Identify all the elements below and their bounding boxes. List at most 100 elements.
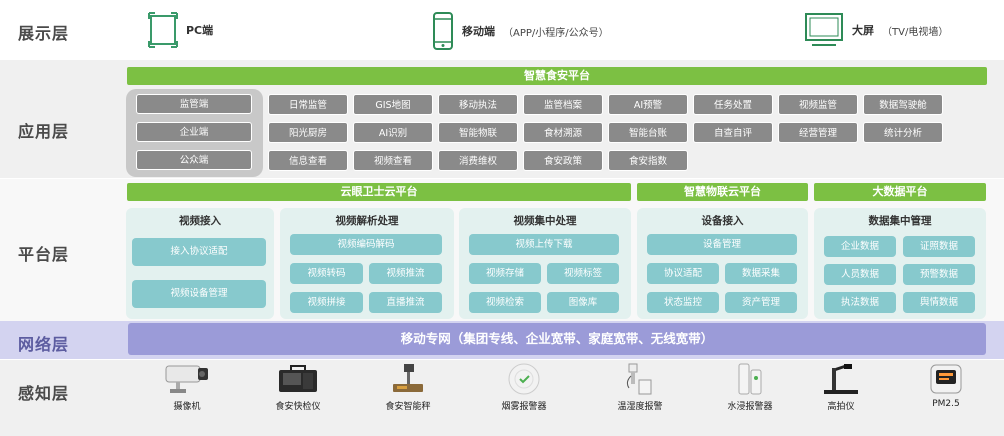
panel-title: 设备接入 xyxy=(701,215,744,227)
panel-item: 视频设备管理 xyxy=(132,280,266,308)
display-layer-label: 展示层 xyxy=(18,24,70,43)
bigdata-title: 大数据平台 xyxy=(814,183,986,201)
panel-item: 视频拼接 xyxy=(290,292,363,313)
app-module: 智能物联 xyxy=(438,122,518,143)
app-module: 食材溯源 xyxy=(523,122,603,143)
panel-item: 视频检索 xyxy=(469,292,541,313)
device-document-camera: 高拍仪 xyxy=(801,362,881,412)
panel-item: 资产管理 xyxy=(725,292,797,313)
scale-icon xyxy=(393,364,423,392)
app-module: 消费维权 xyxy=(438,150,518,171)
panel-item: 协议适配 xyxy=(647,263,719,284)
panel-video-parse: 视频解析处理 视频编码解码 视频转码 视频推流 视频拼接 直播推流 xyxy=(280,208,454,319)
mobile-label: 移动端 xyxy=(462,25,495,38)
thermometer-icon xyxy=(626,363,652,395)
app-module: GIS地图 xyxy=(353,94,433,115)
app-module: 阳光厨房 xyxy=(268,122,348,143)
panel-item: 视频编码解码 xyxy=(290,234,442,255)
app-module: 监管档案 xyxy=(523,94,603,115)
toolbox-icon xyxy=(279,365,317,392)
panel-title: 数据集中管理 xyxy=(868,215,932,227)
device-label: 食安快检仪 xyxy=(275,402,321,412)
role-enterprise: 企业端 xyxy=(136,122,252,142)
panel-item: 状态监控 xyxy=(647,292,719,313)
pm25-meter-icon xyxy=(930,364,962,394)
device-water-leak: 水浸报警器 xyxy=(710,362,790,412)
monitor-icon xyxy=(805,13,843,46)
panel-device-access: 设备接入 设备管理 协议适配 数据采集 状态监控 资产管理 xyxy=(637,208,808,319)
role-supervisor: 监管端 xyxy=(136,94,252,114)
app-module: 日常监管 xyxy=(268,94,348,115)
pc-frame-icon xyxy=(148,12,178,48)
app-layer-label: 应用层 xyxy=(18,122,70,141)
screen-sub-label: （TV/电视墙） xyxy=(882,26,949,38)
device-label: 烟雾报警器 xyxy=(501,402,547,412)
panel-item: 人员数据 xyxy=(824,264,896,285)
phone-icon xyxy=(433,12,453,50)
panel-data-central: 数据集中管理 企业数据 证照数据 人员数据 预警数据 执法数据 舆情数据 xyxy=(814,208,986,319)
device-smart-scale: 食安智能秤 xyxy=(368,362,448,412)
sense-layer-label: 感知层 xyxy=(18,384,70,403)
app-module: AI识别 xyxy=(353,122,433,143)
panel-item: 证照数据 xyxy=(903,236,975,257)
panel-video-central: 视频集中处理 视频上传下载 视频存储 视频标签 视频检索 图像库 xyxy=(459,208,631,319)
panel-item: 直播推流 xyxy=(369,292,442,313)
app-module: 信息查看 xyxy=(268,150,348,171)
panel-item: 视频推流 xyxy=(369,263,442,284)
role-public: 公众端 xyxy=(136,150,252,170)
app-module: 智能台账 xyxy=(608,122,688,143)
mobile-sub-label: （APP/小程序/公众号） xyxy=(503,27,609,39)
device-label: PM2.5 xyxy=(932,399,960,409)
panel-item: 企业数据 xyxy=(824,236,896,257)
platform-layer-label: 平台层 xyxy=(18,245,70,264)
panel-video-access: 视频接入 接入协议适配 视频设备管理 xyxy=(126,208,274,319)
app-module: 食安政策 xyxy=(523,150,603,171)
panel-item: 执法数据 xyxy=(824,292,896,313)
app-module: 视频监管 xyxy=(778,94,858,115)
app-module: 食安指数 xyxy=(608,150,688,171)
device-pm25: PM2.5 xyxy=(906,362,986,409)
device-camera: 摄像机 xyxy=(147,362,227,412)
app-module: 自查自评 xyxy=(693,122,773,143)
panel-title: 视频解析处理 xyxy=(335,215,399,227)
roles-group: 监管端 企业端 公众端 xyxy=(126,89,263,177)
device-rapid-tester: 食安快检仪 xyxy=(258,362,338,412)
network-layer-label: 网络层 xyxy=(18,335,70,354)
mobile-client: 移动端 （APP/小程序/公众号） xyxy=(432,12,609,50)
app-platform-title: 智慧食安平台 xyxy=(127,67,987,85)
cloud-eye-title: 云眼卫士云平台 xyxy=(127,183,631,201)
panel-item: 舆情数据 xyxy=(903,292,975,313)
smoke-detector-icon xyxy=(508,363,540,395)
device-label: 温湿度报警 xyxy=(617,402,663,412)
iot-cloud-title: 智慧物联云平台 xyxy=(637,183,808,201)
pc-label: PC端 xyxy=(186,24,214,37)
panel-item: 视频转码 xyxy=(290,263,363,284)
panel-item: 图像库 xyxy=(547,292,619,313)
app-module: 任务处置 xyxy=(693,94,773,115)
panel-item: 视频标签 xyxy=(547,263,619,284)
app-module: 经营管理 xyxy=(778,122,858,143)
device-label: 摄像机 xyxy=(173,402,201,412)
app-module: 视频查看 xyxy=(353,150,433,171)
document-camera-icon xyxy=(824,364,858,394)
network-bar: 移动专网（集团专线、企业宽带、家庭宽带、无线宽带） xyxy=(128,323,986,355)
device-label: 食安智能秤 xyxy=(385,402,431,412)
display-layer: 展示层 PC端 移动端 （APP/小程序/公众号） xyxy=(0,0,1004,58)
panel-title: 视频集中处理 xyxy=(513,215,577,227)
panel-item: 预警数据 xyxy=(903,264,975,285)
app-module: 数据驾驶舱 xyxy=(863,94,943,115)
panel-title: 视频接入 xyxy=(179,215,221,227)
device-temp-humidity: 温湿度报警 xyxy=(600,362,680,412)
device-label: 高拍仪 xyxy=(827,402,855,412)
pc-client: PC端 xyxy=(148,12,213,48)
panel-item: 设备管理 xyxy=(647,234,797,255)
app-module: 移动执法 xyxy=(438,94,518,115)
water-sensor-icon xyxy=(738,363,762,395)
screen-label: 大屏 xyxy=(852,24,874,37)
app-module: AI预警 xyxy=(608,94,688,115)
panel-item: 数据采集 xyxy=(725,263,797,284)
panel-item: 接入协议适配 xyxy=(132,238,266,266)
app-module: 统计分析 xyxy=(863,122,943,143)
device-label: 水浸报警器 xyxy=(727,402,773,412)
